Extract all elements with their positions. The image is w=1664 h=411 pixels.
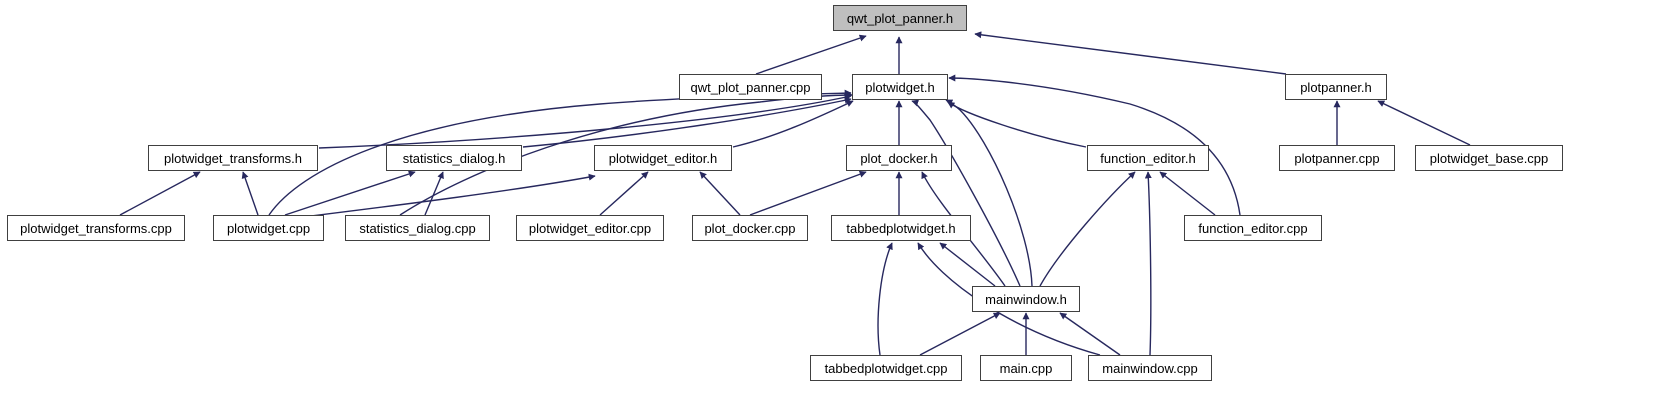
graph-node-qwt-plot-panner-h[interactable]: qwt_plot_panner.h <box>833 5 967 31</box>
graph-edge <box>1377 100 1471 146</box>
graph-node-label: function_editor.h <box>1100 150 1196 166</box>
graph-edge <box>1144 171 1152 356</box>
graph-edge <box>241 171 259 216</box>
graph-node-label: mainwindow.h <box>985 291 1067 307</box>
graph-node-label: tabbedplotwidget.cpp <box>824 360 948 376</box>
graph-edge <box>318 93 852 149</box>
graph-edge <box>974 31 1287 75</box>
graph-edge <box>749 170 867 216</box>
graph-node-label: statistics_dialog.cpp <box>359 220 476 236</box>
graph-edge <box>732 100 854 148</box>
graph-edge <box>755 34 867 75</box>
graph-node-label: qwt_plot_panner.cpp <box>690 79 811 95</box>
graph-node-statistics-dialog-cpp[interactable]: statistics_dialog.cpp <box>345 215 490 241</box>
graph-node-mainwindow-h[interactable]: mainwindow.h <box>972 286 1080 312</box>
graph-node-plotwidget-transforms-h[interactable]: plotwidget_transforms.h <box>148 145 318 171</box>
graph-edge <box>1039 171 1136 287</box>
graph-node-label: plotwidget_transforms.cpp <box>20 220 172 236</box>
graph-node-label: plot_docker.cpp <box>704 220 796 236</box>
graph-node-plotpanner-h[interactable]: plotpanner.h <box>1285 74 1387 100</box>
graph-node-label: plotpanner.cpp <box>1294 150 1380 166</box>
graph-edge <box>945 99 1033 287</box>
graph-edge <box>877 242 893 356</box>
graph-edge <box>919 312 1001 356</box>
graph-node-plot-docker-h[interactable]: plot_docker.h <box>846 145 952 171</box>
graph-edge <box>911 99 1021 287</box>
graph-node-label: plotwidget_editor.cpp <box>528 220 652 236</box>
graph-edge <box>119 171 201 216</box>
graph-node-function-editor-h[interactable]: function_editor.h <box>1087 145 1209 171</box>
graph-node-label: plotwidget_transforms.h <box>163 150 302 166</box>
graph-edge <box>294 173 596 219</box>
graph-edge <box>699 171 741 216</box>
graph-node-main-cpp[interactable]: main.cpp <box>980 355 1072 381</box>
graph-node-label: qwt_plot_panner.h <box>846 10 954 26</box>
graph-node-tabbedplotwidget-h[interactable]: tabbedplotwidget.h <box>831 215 971 241</box>
graph-node-label: plotwidget_base.cpp <box>1429 150 1549 166</box>
graph-node-label: plotwidget.h <box>865 79 935 95</box>
graph-edge <box>1059 312 1121 356</box>
graph-node-plot-docker-cpp[interactable]: plot_docker.cpp <box>692 215 808 241</box>
graph-node-plotwidget-transforms-cpp[interactable]: plotwidget_transforms.cpp <box>7 215 185 241</box>
graph-node-label: plotwidget_editor.h <box>608 150 718 166</box>
graph-node-statistics-dialog-h[interactable]: statistics_dialog.h <box>386 145 522 171</box>
graph-node-label: tabbedplotwidget.h <box>846 220 956 236</box>
graph-edge <box>1159 171 1216 216</box>
graph-node-plotpanner-cpp[interactable]: plotpanner.cpp <box>1279 145 1395 171</box>
graph-node-label: plotpanner.h <box>1300 79 1372 95</box>
graph-node-plotwidget-cpp[interactable]: plotwidget.cpp <box>213 215 324 241</box>
graph-node-tabbedplotwidget-cpp[interactable]: tabbedplotwidget.cpp <box>810 355 962 381</box>
graph-node-plotwidget-h[interactable]: plotwidget.h <box>852 74 948 100</box>
graph-edge <box>522 96 852 148</box>
graph-node-label: plotwidget.cpp <box>226 220 311 236</box>
graph-node-plotwidget-editor-cpp[interactable]: plotwidget_editor.cpp <box>516 215 664 241</box>
graph-edge <box>947 101 1087 148</box>
graph-node-label: function_editor.cpp <box>1198 220 1308 236</box>
graph-node-label: mainwindow.cpp <box>1102 360 1198 376</box>
graph-node-function-editor-cpp[interactable]: function_editor.cpp <box>1184 215 1322 241</box>
graph-node-plotwidget-base-cpp[interactable]: plotwidget_base.cpp <box>1415 145 1563 171</box>
graph-edge <box>948 74 1241 216</box>
graph-node-label: plot_docker.h <box>860 150 938 166</box>
graph-node-label: main.cpp <box>999 360 1053 376</box>
graph-node-plotwidget-editor-h[interactable]: plotwidget_editor.h <box>594 145 732 171</box>
graph-node-qwt-plot-panner-cpp[interactable]: qwt_plot_panner.cpp <box>679 74 822 100</box>
graph-edge <box>284 170 416 216</box>
graph-node-mainwindow-cpp[interactable]: mainwindow.cpp <box>1088 355 1212 381</box>
graph-edge <box>599 171 649 216</box>
graph-node-label: statistics_dialog.h <box>402 150 506 166</box>
graph-edge <box>939 242 996 287</box>
graph-edge <box>424 171 444 216</box>
